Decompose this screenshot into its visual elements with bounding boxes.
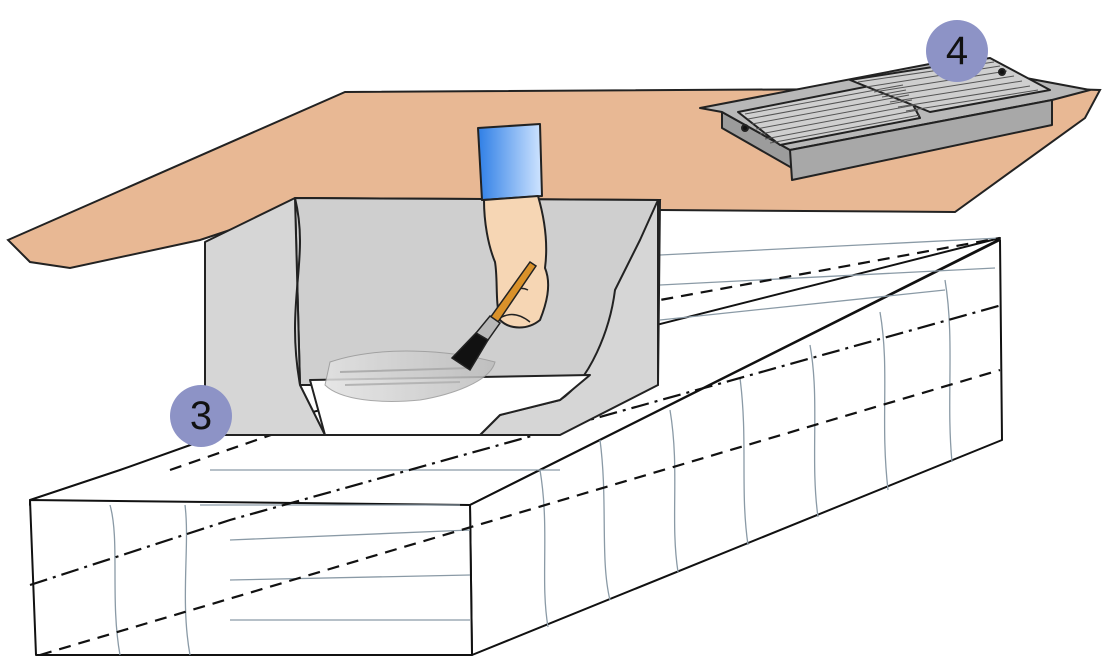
duct-boot xyxy=(205,198,660,435)
step-4-badge: 4 xyxy=(926,20,988,82)
step-3-badge: 3 xyxy=(170,385,232,447)
